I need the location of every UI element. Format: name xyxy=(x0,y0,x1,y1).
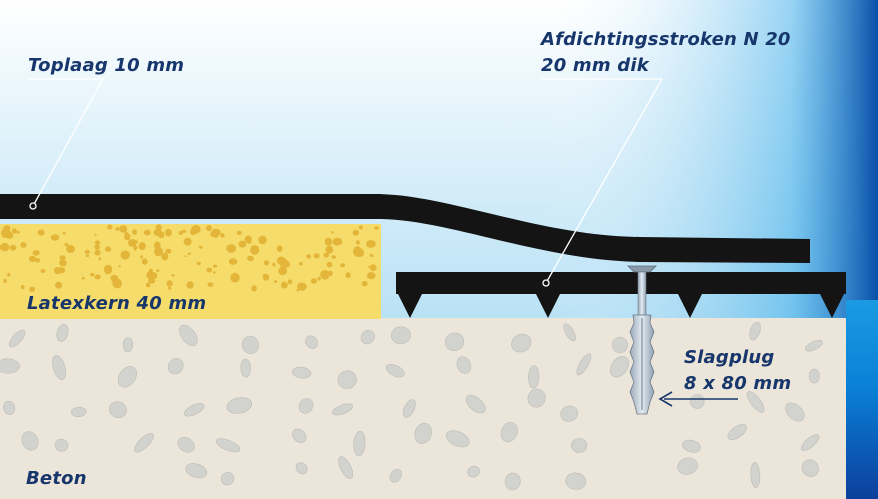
sealing-strip xyxy=(396,272,846,318)
label-slagplug-size: 8 x 80 mm xyxy=(684,373,792,394)
right-blue-edge xyxy=(846,300,878,499)
label-beton: Beton xyxy=(26,468,87,489)
concrete-stones xyxy=(0,321,823,491)
arrow-left-icon xyxy=(658,391,738,407)
concrete-layer xyxy=(0,318,846,499)
label-latexkern: Latexkern 40 mm xyxy=(27,293,207,314)
latex-pores xyxy=(0,224,379,293)
label-toplaag: Toplaag 10 mm xyxy=(28,55,185,76)
topcoat-layer xyxy=(0,194,810,263)
leader-line-toplaag xyxy=(28,78,105,210)
leader-line-afdichting xyxy=(541,78,664,287)
label-slagplug: Slagplug xyxy=(684,347,775,368)
label-afdichtingsstroken: Afdichtingsstroken N 20 xyxy=(541,29,791,50)
hammer-plug-icon xyxy=(627,265,657,415)
label-afdichting-thickness: 20 mm dik xyxy=(541,55,649,76)
